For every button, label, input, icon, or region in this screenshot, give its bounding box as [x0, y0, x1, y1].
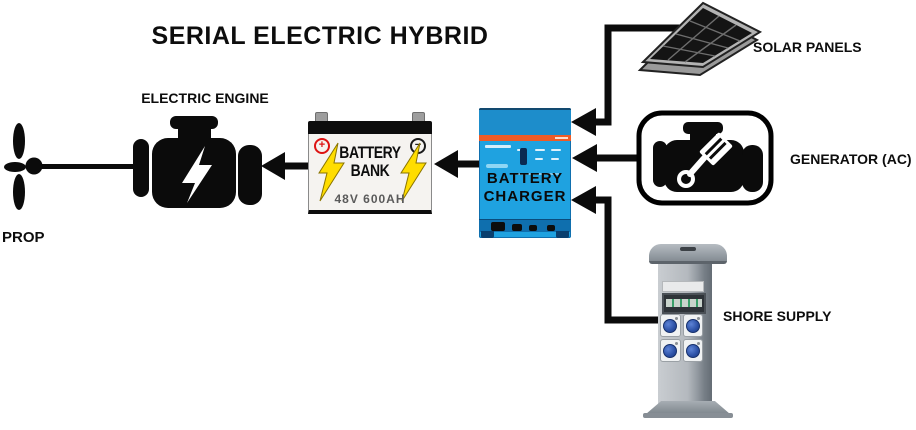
charger-panel-detail — [551, 149, 561, 151]
charger-switch — [520, 148, 527, 165]
positive-sign: + — [314, 138, 330, 154]
socket-pin — [697, 317, 700, 320]
battery-bolts — [318, 142, 427, 202]
shore-supply-node — [643, 244, 733, 418]
electric-engine-icon — [152, 116, 262, 208]
charger-model-text — [486, 164, 508, 168]
power-socket — [660, 339, 681, 362]
cable-gland — [512, 224, 522, 231]
lightning-bolt-icon — [182, 146, 212, 203]
charger-brand-logo — [485, 145, 511, 148]
pedestal-roof-slot — [680, 247, 696, 251]
battery-charger-node: BATTERY CHARGER — [479, 108, 571, 238]
power-socket — [682, 339, 703, 362]
battery-charger-label: BATTERY CHARGER — [483, 170, 567, 205]
lightning-bolt-icon — [400, 142, 427, 202]
cable-gland — [529, 225, 537, 231]
arrow-generator-to-charger — [572, 144, 642, 172]
pedestal-base-skirt — [646, 401, 730, 414]
charger-panel-detail — [535, 149, 545, 151]
socket-plug-icon — [663, 344, 677, 358]
lightning-bolt-icon — [318, 142, 345, 202]
shaft-flange — [133, 139, 149, 197]
battery-spec-label: 48V 600AH — [334, 192, 406, 206]
propeller-icon — [4, 123, 149, 210]
socket-plug-icon — [685, 319, 700, 333]
battery-bank-label: BATTERY BANK — [339, 143, 401, 180]
charger-panel-strip — [517, 173, 559, 175]
socket-grid — [660, 314, 703, 362]
charger-stripe-text — [555, 137, 568, 139]
power-socket — [682, 314, 703, 337]
breaker-row — [666, 299, 702, 307]
charger-panel-detail — [551, 158, 559, 160]
shore-supply-label: SHORE SUPPLY — [723, 308, 832, 324]
charger-panel-detail — [535, 158, 543, 160]
electric-engine-label: ELECTRIC ENGINE — [141, 90, 269, 106]
arrow-battery-to-engine — [261, 152, 310, 180]
generator-label: GENERATOR (AC) — [790, 151, 912, 167]
battery-bank-node: + − BATTERY BANK 48V 600AH — [308, 112, 432, 214]
breaker-window — [662, 293, 706, 314]
charger-foot — [556, 231, 569, 238]
battery-top-bar — [308, 121, 432, 134]
pedestal-label-strip — [662, 281, 704, 292]
socket-pin — [697, 342, 700, 345]
socket-plug-icon — [663, 319, 677, 333]
cable-gland — [491, 222, 505, 231]
socket-pin — [674, 342, 678, 345]
charger-top-face — [479, 108, 571, 135]
arrow-charger-to-battery — [434, 150, 481, 178]
solar-panels-label: SOLAR PANELS — [753, 39, 862, 55]
pedestal-roof — [649, 244, 727, 264]
page-title: SERIAL ELECTRIC HYBRID — [151, 22, 489, 50]
pedestal-column — [658, 259, 712, 406]
socket-pin — [674, 317, 678, 320]
generator-icon — [636, 110, 774, 206]
cable-gland — [547, 225, 555, 231]
arrow-solar-to-charger — [571, 24, 688, 136]
pedestal-base-plate — [643, 413, 733, 418]
charger-foot — [481, 231, 494, 238]
charger-orange-stripe — [479, 135, 571, 141]
power-socket — [660, 314, 681, 337]
solar-panel-icon — [637, 1, 763, 77]
arrow-shore-to-charger — [571, 186, 668, 324]
prop-label: PROP — [2, 229, 45, 246]
socket-plug-icon — [685, 344, 700, 358]
piston-icon — [677, 132, 733, 188]
